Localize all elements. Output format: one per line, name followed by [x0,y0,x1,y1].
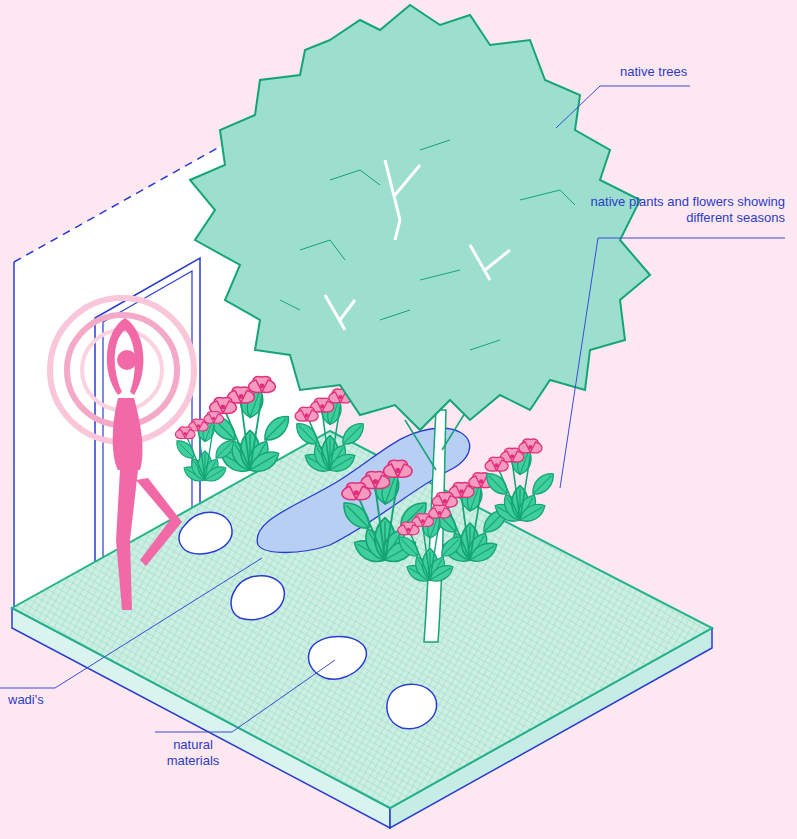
woman-figure [50,298,194,610]
callout-label: native plants and flowers showing differ… [590,194,785,226]
stepping-stones [179,512,437,728]
callout-label: wadi's [8,692,68,708]
tree-canopy [190,5,650,430]
platform-top [12,431,712,808]
leader-lines [0,86,785,732]
callout-label: natural materials [148,737,238,769]
callout-label: native trees [620,64,710,80]
